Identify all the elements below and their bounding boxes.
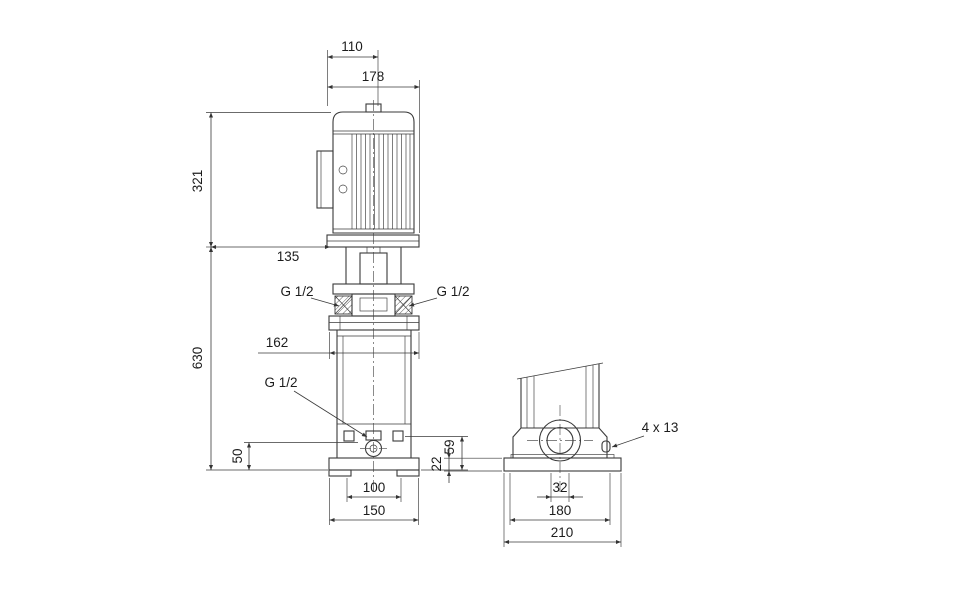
chamber-stack [336,330,412,458]
baseplate [328,457,420,471]
dim-100-label: 100 [363,480,386,495]
port-left-label: G 1/2 [280,284,313,299]
dim-135-label: 135 [277,249,300,264]
side-sleeve [516,362,604,428]
coupling-window [359,297,388,312]
dim-210-label: 210 [551,525,574,540]
motor-cooling-fins [351,134,411,229]
port-union-nut-left [334,295,353,315]
dim-22: 22 [429,446,502,483]
bolt-slot [601,440,611,453]
dim-110: 110 [327,39,379,106]
dim-321: 321 [190,112,331,247]
bolt-holes-label: 4 x 13 [642,420,679,435]
dim-110-label: 110 [341,39,363,54]
drain-label: G 1/2 [264,375,297,390]
port-right-label: G 1/2 [436,284,469,299]
head-flange [328,315,420,331]
dim-150: 150 [329,478,419,525]
motor-bolt-lower [338,184,348,194]
port-callout-right: G 1/2 [408,284,470,307]
side-baseplate [503,457,622,472]
dim-210: 210 [503,473,622,547]
side-view: 22 4 x 13 32 180 210 [429,362,679,547]
side-base [503,454,622,472]
dim-162-label: 162 [266,335,289,350]
motor-bolt-upper [338,165,348,175]
port-flange-outer [538,419,582,462]
dim-50: 50 [230,442,358,470]
dim-630: 630 [190,247,328,471]
bolt-holes-callout: 4 x 13 [611,420,679,448]
motor-body [332,111,415,234]
dim-180-label: 180 [549,503,572,518]
motor [316,103,420,248]
dim-59: 59 [405,436,468,471]
dim-22-label: 22 [429,456,444,471]
dim-150-label: 150 [363,503,386,518]
foot-left [328,469,352,477]
port-bore [546,426,574,455]
foot-right [396,469,420,477]
pump-base [328,457,420,477]
dim-135: 135 [206,244,330,264]
dim-59-label: 59 [442,439,457,454]
dim-32: 32 [537,473,583,502]
side-plug-left [343,430,355,442]
port-union-nut-right [394,295,413,315]
side-pump-block [512,419,611,462]
port-callout-left: G 1/2 [280,284,340,307]
side-plug-right [392,430,404,442]
dim-32-label: 32 [552,480,567,495]
dim-162: 162 [258,332,420,359]
terminal-box [316,150,334,209]
drain-callout: G 1/2 [264,375,368,438]
dim-178: 178 [327,69,420,233]
pump-head [328,283,420,331]
dim-180: 180 [509,473,611,525]
dim-50-label: 50 [230,448,245,463]
front-view: 110 178 321 135 630 162 [190,39,470,525]
dim-100: 100 [346,478,402,502]
dim-321-label: 321 [190,170,205,193]
dim-630-label: 630 [190,347,205,370]
dim-178-label: 178 [362,69,385,84]
break-line [516,362,604,380]
